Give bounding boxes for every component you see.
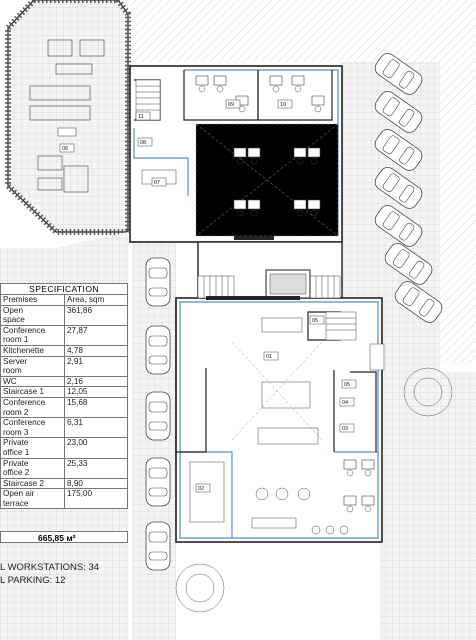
spec-row: Staircase 2 8,90 bbox=[0, 477, 128, 490]
spec-premises-line: Server bbox=[3, 356, 28, 366]
spec-premises-line: Open bbox=[3, 305, 24, 315]
spec-premises-line: office 2 bbox=[3, 468, 30, 478]
open-air-terrace bbox=[5, 0, 131, 235]
spec-premises-cell: WC bbox=[0, 375, 65, 388]
room-tag bbox=[57, 127, 77, 137]
spec-col-area: Area, sqm bbox=[64, 294, 128, 306]
spec-area-cell: 2,91 bbox=[64, 355, 128, 377]
spec-premises-line: space bbox=[3, 315, 25, 325]
spec-premises-line: terrace bbox=[3, 498, 29, 508]
tree bbox=[175, 367, 453, 613]
room-tag: 05 bbox=[344, 382, 350, 388]
spec-premises-line: Kitchenette bbox=[3, 345, 44, 355]
room-tag: 05 bbox=[312, 318, 318, 324]
room-tag: 03 bbox=[342, 426, 348, 432]
planter bbox=[234, 236, 274, 240]
room-tag: 06 bbox=[62, 146, 68, 152]
site-hatch-east bbox=[440, 62, 476, 362]
spec-area-cell: 175,00 bbox=[64, 488, 128, 510]
room-tag: 10 bbox=[280, 102, 286, 108]
spec-premises-line: room 3 bbox=[3, 427, 29, 437]
spec-premises-line: room 2 bbox=[3, 407, 29, 417]
spec-premises-line: Open air bbox=[3, 489, 35, 499]
room-tag: 01 bbox=[266, 354, 272, 360]
parking-summary: L PARKING: 12 bbox=[0, 575, 66, 586]
room-tags: 09 10 11 08 07 05 05 01 04 03 02 06 bbox=[59, 99, 357, 493]
spec-row: WC 2,16 bbox=[0, 375, 128, 388]
spec-area-cell: 25,33 bbox=[64, 457, 128, 479]
spec-area-cell: 4,78 bbox=[64, 344, 128, 357]
spec-col-premises: Premises bbox=[0, 294, 65, 306]
furniture bbox=[141, 75, 375, 535]
spec-total-value: 665,85 м² bbox=[38, 533, 76, 543]
spec-area-cell: 12,05 bbox=[64, 386, 128, 398]
spec-premises-cell: Staircase 2 bbox=[0, 477, 65, 490]
spec-premises-line: room bbox=[3, 366, 22, 376]
spec-area-cell: 6,31 bbox=[64, 417, 128, 439]
room-tag: 02 bbox=[198, 486, 204, 492]
spec-premises-line: office 1 bbox=[3, 447, 30, 457]
planter bbox=[206, 296, 300, 300]
room-tag: 07 bbox=[154, 180, 160, 186]
spec-area-cell: 2,16 bbox=[64, 375, 128, 388]
room-tag: 04 bbox=[342, 400, 348, 406]
cars-west bbox=[145, 257, 171, 571]
workstations-summary: L WORKSTATIONS: 34 bbox=[0, 562, 100, 573]
spec-premises-line: Staircase 1 bbox=[3, 387, 44, 397]
spec-premises-line: Private bbox=[3, 458, 29, 468]
spec-premises-line: WC bbox=[3, 376, 17, 386]
spec-total: 665,85 м² bbox=[0, 531, 128, 543]
spec-area-cell: 8,90 bbox=[64, 477, 128, 490]
spec-header-row: Premises Area, sqm bbox=[0, 294, 128, 306]
spec-area-cell: 361,86 bbox=[64, 304, 128, 326]
spec-area-cell: 27,87 bbox=[64, 324, 128, 346]
spec-premises-line: room 1 bbox=[3, 335, 29, 345]
site-hatch bbox=[130, 0, 476, 62]
room-tag: 08 bbox=[140, 140, 146, 146]
spec-premises-cell: Staircase 1 bbox=[0, 386, 65, 398]
spec-area-cell: 23,00 bbox=[64, 437, 128, 459]
spec-row: Kitchenette 4,78 bbox=[0, 344, 128, 357]
spec-title: SPECIFICATION bbox=[0, 283, 128, 294]
spec-premises-line: Conference bbox=[3, 418, 46, 428]
spec-premises-line: Conference bbox=[3, 397, 46, 407]
spec-area-cell: 15,68 bbox=[64, 396, 128, 419]
spec-premises-line: Private bbox=[3, 438, 29, 448]
spec-premises-cell: Kitchenette bbox=[0, 344, 65, 357]
spec-row: Staircase 1 12,05 bbox=[0, 386, 128, 398]
room-tag: 11 bbox=[138, 114, 144, 120]
paving-south-east bbox=[380, 372, 476, 640]
spec-premises-line: Conference bbox=[3, 325, 46, 335]
spec-premises-line: Staircase 2 bbox=[3, 478, 44, 488]
room-tag: 09 bbox=[228, 102, 234, 108]
